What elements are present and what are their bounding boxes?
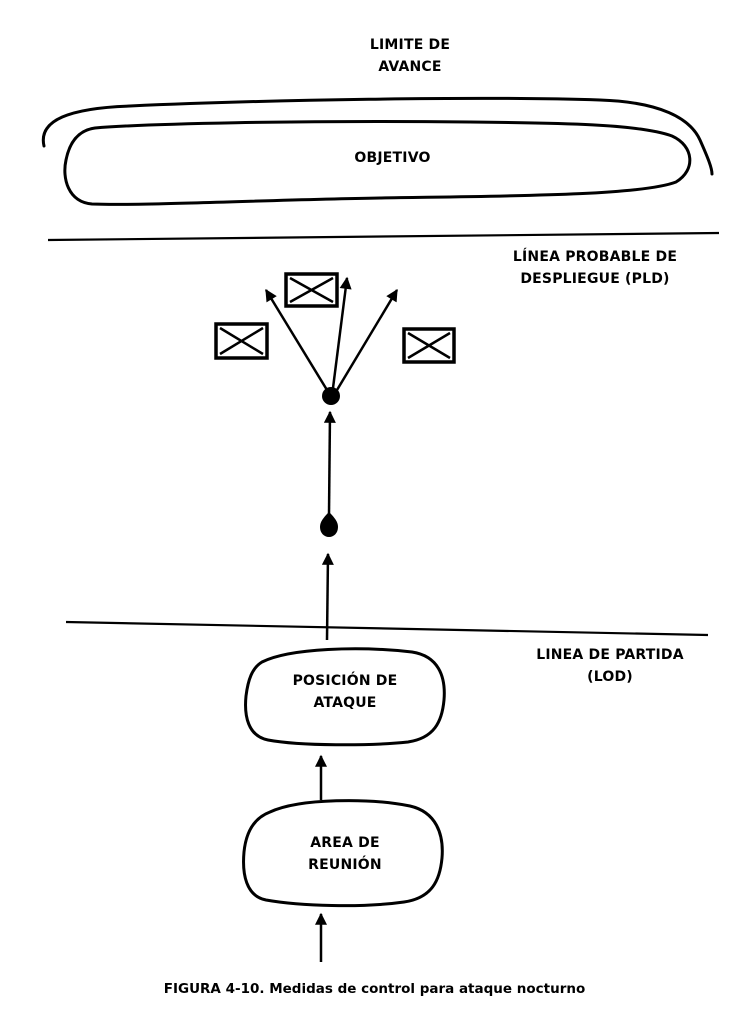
- objective-label-text: OBJETIVO: [354, 150, 431, 166]
- attack-position-outline: [244, 647, 446, 747]
- arrow-to-left-unit: [264, 288, 329, 391]
- limit-of-advance-label: LIMITE DE AVANCE: [320, 34, 500, 78]
- objective-label: OBJETIVO: [320, 147, 465, 169]
- limit-of-advance-label-line2: AVANCE: [378, 59, 442, 75]
- limit-of-advance-label-line1: LIMITE DE: [369, 37, 451, 53]
- assembly-area-label-line1: AREA DE: [310, 835, 380, 851]
- pld-label-line1: LÍNEA PROBABLE DE: [512, 249, 678, 265]
- unit-symbol-center: [284, 272, 339, 308]
- pld-line: [47, 231, 720, 242]
- unit-symbol-right: [402, 327, 456, 364]
- pld-label-line2: DESPLIEGUE (PLD): [520, 271, 670, 287]
- objective-outline: [63, 119, 692, 206]
- arrow-to-center-unit: [331, 276, 352, 389]
- arrow-to-right-unit: [335, 288, 399, 391]
- lod-label-line1: LINEA DE PARTIDA: [536, 647, 684, 663]
- arrow-to-release-point: [323, 410, 336, 515]
- arrow-to-lower-point: [321, 552, 334, 641]
- figure-caption: FIGURA 4-10. Medidas de control para ata…: [163, 981, 586, 997]
- release-point-upper: [322, 387, 340, 405]
- lod-label: LINEA DE PARTIDA (LOD): [520, 644, 700, 688]
- assembly-area-label-line2: REUNIÓN: [308, 857, 382, 873]
- lod-label-line2: (LOD): [587, 669, 633, 685]
- assembly-area-label: AREA DE REUNIÓN: [265, 832, 425, 876]
- attack-position-label: POSICIÓN DE ATAQUE: [265, 670, 425, 714]
- unit-symbol-left: [214, 322, 269, 360]
- attack-position-label-line2: ATAQUE: [313, 695, 377, 711]
- assembly-area-outline: [242, 799, 444, 908]
- limit-of-advance-line: [41, 96, 714, 176]
- pld-label: LÍNEA PROBABLE DE DESPLIEGUE (PLD): [500, 246, 690, 290]
- release-point-lower: [320, 512, 338, 537]
- lod-line: [65, 620, 709, 637]
- attack-position-label-line1: POSICIÓN DE: [292, 673, 398, 689]
